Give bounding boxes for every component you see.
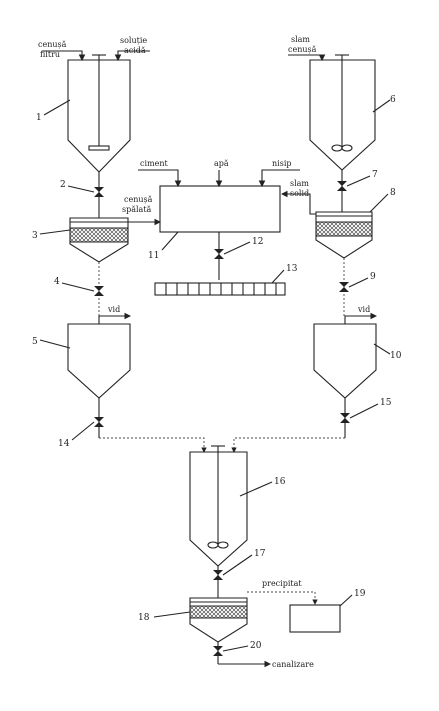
label-ciment: ciment bbox=[140, 159, 169, 168]
ref-2: 2 bbox=[60, 180, 66, 190]
ref-9: 9 bbox=[370, 272, 376, 282]
label-cenusa: cenușă bbox=[38, 40, 67, 49]
mixer-11-inputs bbox=[138, 169, 300, 188]
ref-17: 17 bbox=[254, 549, 266, 559]
valve-7 bbox=[337, 181, 347, 191]
ref-14: 14 bbox=[58, 439, 70, 449]
ref-12: 12 bbox=[252, 237, 263, 247]
ref-6: 6 bbox=[390, 95, 396, 105]
label-solutie: soluție bbox=[120, 36, 147, 45]
pipe-14-16 bbox=[99, 437, 207, 453]
valve-9 bbox=[339, 282, 349, 292]
label-cenusa-slam: cenușă bbox=[288, 45, 317, 54]
flow-labels: cenușă filtru soluție acidă slam cenușă … bbox=[38, 35, 370, 669]
reactor-1-inputs bbox=[42, 50, 150, 62]
vessel-5 bbox=[67, 323, 131, 399]
label-slam-solid-1: slam bbox=[290, 179, 309, 188]
filter-3 bbox=[69, 217, 129, 263]
pipe-18-19 bbox=[247, 591, 318, 605]
ref-11: 11 bbox=[148, 251, 159, 261]
vessel-10 bbox=[313, 323, 377, 399]
vid-right-outlet bbox=[344, 312, 378, 324]
ref-1: 1 bbox=[36, 113, 42, 123]
valve-4 bbox=[94, 286, 104, 296]
reactor-16 bbox=[189, 445, 248, 567]
ref-7: 7 bbox=[372, 170, 378, 180]
mold-belt-13 bbox=[154, 282, 286, 296]
ref-13: 13 bbox=[286, 264, 298, 274]
ref-3: 3 bbox=[32, 231, 38, 241]
ref-20: 20 bbox=[250, 641, 262, 651]
label-slam: slam bbox=[291, 35, 310, 44]
valve-2 bbox=[94, 187, 104, 197]
leader-lines bbox=[39, 99, 391, 652]
ref-19: 19 bbox=[354, 589, 366, 599]
label-canalizare: canalizare bbox=[272, 660, 314, 669]
label-nisip: nisip bbox=[272, 159, 292, 168]
label-vid-left: vid bbox=[107, 305, 120, 314]
ref-16: 16 bbox=[274, 477, 286, 487]
valve-12 bbox=[214, 249, 224, 259]
ref-5: 5 bbox=[32, 337, 38, 347]
ref-18: 18 bbox=[138, 613, 150, 623]
valve-20 bbox=[213, 646, 223, 656]
label-slam-solid-2: solid bbox=[290, 189, 309, 198]
reference-numbers: 1 2 3 4 5 6 7 8 9 10 11 12 13 14 15 16 1… bbox=[32, 95, 402, 651]
ref-4: 4 bbox=[54, 277, 60, 287]
ref-15: 15 bbox=[380, 398, 392, 408]
pipe-15-16 bbox=[231, 437, 345, 453]
label-cenusa-spalata-1: cenușă bbox=[124, 195, 153, 204]
reactor-6-input bbox=[288, 54, 326, 62]
ref-8: 8 bbox=[390, 188, 396, 198]
filter-18 bbox=[189, 597, 248, 643]
filter-8 bbox=[315, 211, 373, 259]
valve-14 bbox=[94, 417, 104, 427]
label-acida: acidă bbox=[124, 46, 146, 55]
label-apa: apă bbox=[214, 159, 229, 168]
valve-15 bbox=[340, 413, 350, 423]
ref-10: 10 bbox=[390, 351, 402, 361]
mixer-11 bbox=[159, 185, 281, 233]
vid-left-outlet bbox=[98, 312, 132, 324]
valve-17 bbox=[213, 570, 223, 580]
label-precipitat: precipitat bbox=[262, 579, 302, 588]
label-vid-right: vid bbox=[357, 305, 370, 314]
pipe-8-11 bbox=[280, 190, 316, 215]
reactor-6 bbox=[309, 54, 376, 171]
reactor-1 bbox=[67, 54, 131, 173]
label-cenusa-spalata-2: spălată bbox=[122, 205, 152, 214]
label-filtru: filtru bbox=[40, 50, 60, 59]
container-19 bbox=[289, 604, 341, 633]
